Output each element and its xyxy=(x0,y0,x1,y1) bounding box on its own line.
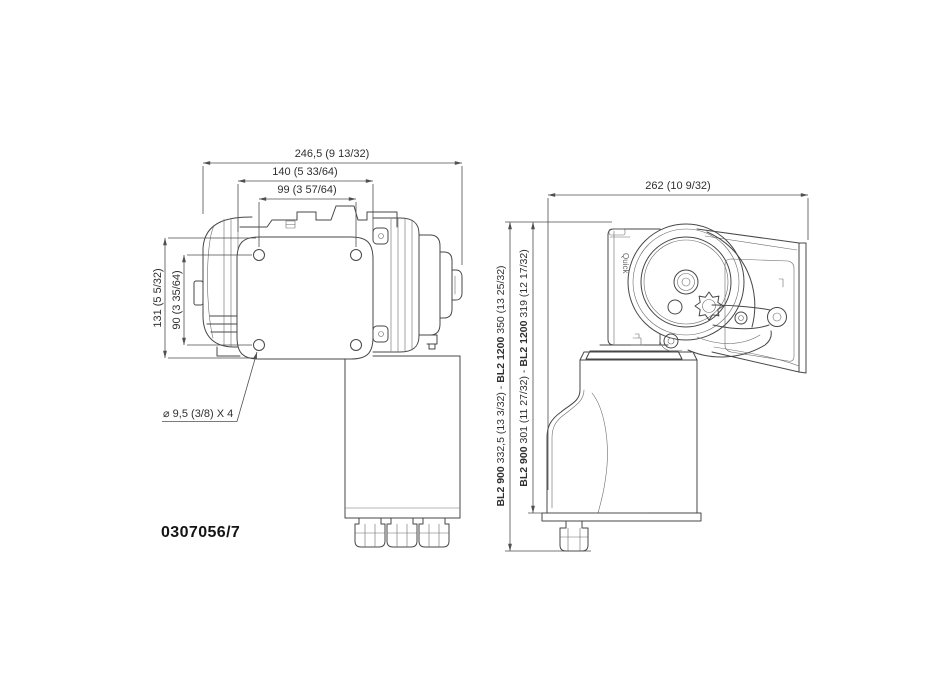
dim-label: 140 (5 33/64) xyxy=(272,166,337,178)
gypsy-housing: Quick xyxy=(585,228,683,360)
dim-hole-spacing-v: 90 (3 35/64) xyxy=(171,254,252,346)
arm-lug xyxy=(734,311,748,325)
dim-plate-height: 131 (5 5/32) xyxy=(152,237,256,359)
mounting-plate xyxy=(236,227,389,360)
front-view: 246,5 (9 13/32) 140 (5 33/64) 99 (3 57/6… xyxy=(152,148,463,548)
side-tab xyxy=(193,280,204,306)
side-view: Quick xyxy=(495,180,809,552)
motor-body-front xyxy=(344,355,461,548)
dim-label: 262 (10 9/32) xyxy=(645,180,710,192)
dim-plate-width: 140 (5 33/64) xyxy=(237,166,374,232)
link-arm xyxy=(687,304,787,358)
dim-overall-width-front: 246,5 (9 13/32) xyxy=(202,148,463,265)
cable-gland xyxy=(386,517,418,548)
cable-gland xyxy=(354,517,386,548)
motor-body-side xyxy=(541,351,702,552)
mounting-hole xyxy=(350,249,362,261)
dim-label: BL2 900 332,5 (13 3/32) - BL2 1200 350 (… xyxy=(495,265,507,506)
chainwheel-drum xyxy=(627,223,745,352)
bottom-bracket xyxy=(206,315,241,357)
mounting-hole xyxy=(350,339,362,351)
brand-logo: Quick xyxy=(621,253,630,274)
dim-overall-height: BL2 900 332,5 (13 3/32) - BL2 1200 350 (… xyxy=(495,221,612,552)
deck-wedge-plate xyxy=(696,228,807,374)
mounting-ear xyxy=(372,227,389,245)
center-hub xyxy=(673,269,699,295)
cover-arc xyxy=(706,231,756,328)
arm-lug xyxy=(767,307,787,327)
dim-body-height: BL2 900 301 (11 27/32) - BL2 1200 319 (1… xyxy=(518,221,647,514)
dim-hole-spacing-h: 99 (3 57/64) xyxy=(258,184,357,247)
base-flange xyxy=(541,512,702,522)
hole-callout-label: ⌀ 9,5 (3/8) X 4 xyxy=(163,408,233,420)
drain-fitting xyxy=(426,334,438,350)
mounting-hole xyxy=(253,339,265,351)
cable-gland xyxy=(418,517,450,548)
dim-label: 99 (3 57/64) xyxy=(277,184,336,196)
mounting-hole xyxy=(253,249,265,261)
vent-bolt xyxy=(630,333,644,346)
drum-hole xyxy=(667,299,683,315)
housing-top-profile xyxy=(239,205,398,229)
part-number: 0307056/7 xyxy=(161,524,240,541)
chain-stripper xyxy=(687,330,772,358)
mounting-ear xyxy=(372,325,389,343)
cable-gland-side xyxy=(559,520,589,552)
clutch-star-knob xyxy=(694,291,724,321)
dim-label: 131 (5 5/32) xyxy=(152,268,164,327)
dim-label: BL2 900 301 (11 27/32) - BL2 1200 319 (1… xyxy=(518,249,530,486)
dim-label: 90 (3 35/64) xyxy=(171,270,183,329)
hole-callout: ⌀ 9,5 (3/8) X 4 xyxy=(162,351,258,422)
dim-label: 246,5 (9 13/32) xyxy=(295,148,370,160)
dim-overall-width-side: 262 (10 9/32) xyxy=(547,180,809,490)
pivot-bolt xyxy=(663,333,679,349)
gearbox xyxy=(372,217,463,353)
